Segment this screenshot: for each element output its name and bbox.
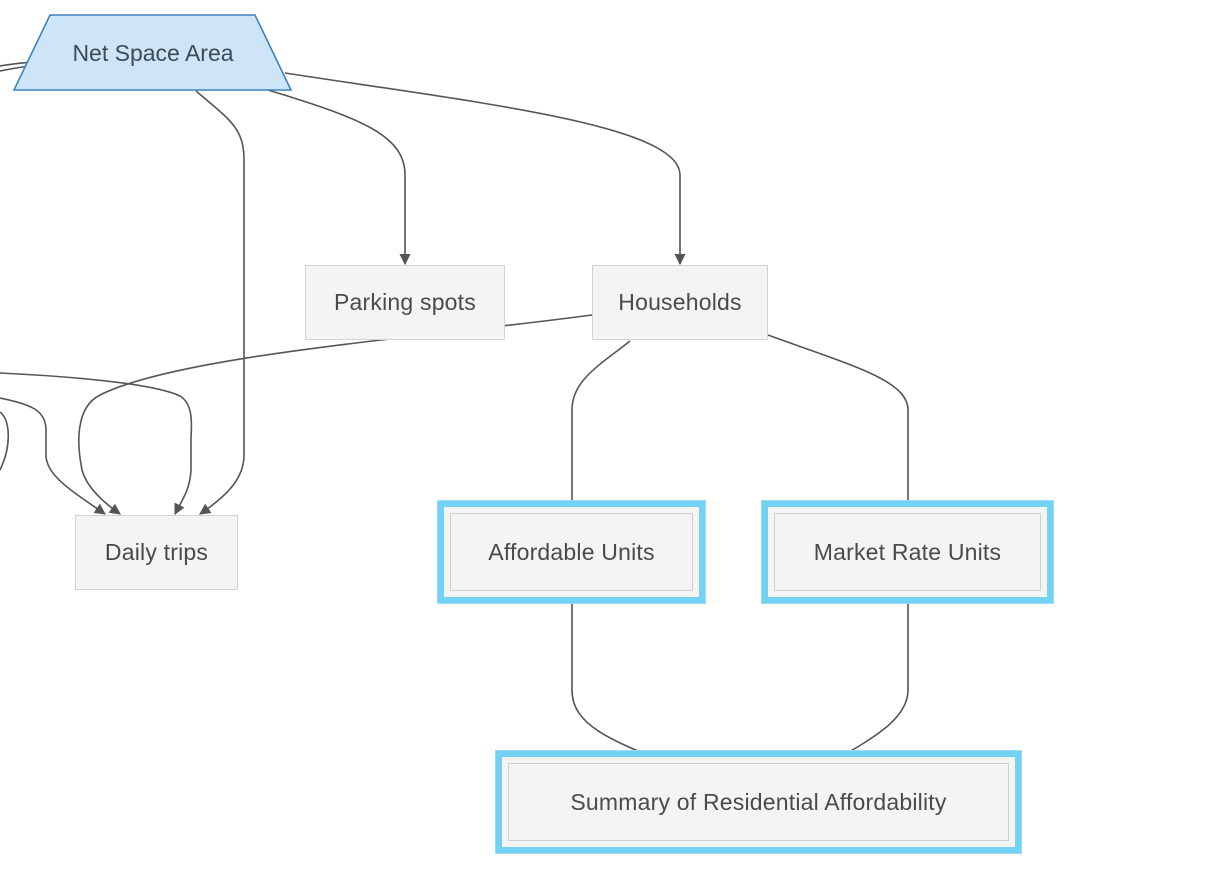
node-affordable-units[interactable]: Affordable Units <box>438 501 705 603</box>
node-summary-residential-affordability[interactable]: Summary of Residential Affordability <box>496 751 1021 853</box>
edge-households-to-market-rate <box>767 334 914 516</box>
node-summary-inner <box>508 763 1009 841</box>
edge-net-space-to-households <box>284 72 686 266</box>
node-market-rate-units-inner <box>774 513 1041 591</box>
edge-households-to-affordable <box>566 340 631 516</box>
node-daily-trips-label: Daily trips <box>104 539 209 565</box>
edge-households-to-daily-trips <box>78 314 593 515</box>
node-affordable-units-inner <box>450 513 693 591</box>
node-households[interactable]: Households <box>592 265 768 340</box>
node-households-label: Households <box>618 289 742 315</box>
edge-offscreen-to-daily-trips-1 <box>0 372 193 516</box>
node-parking-spots-label: Parking spots <box>334 289 476 315</box>
edge-market-rate-to-summary <box>827 592 909 765</box>
node-market-rate-units-label: Market Rate Units <box>813 538 1002 565</box>
node-parking-spots[interactable]: Parking spots <box>305 265 505 340</box>
node-daily-trips[interactable]: Daily trips <box>75 515 238 590</box>
edge-affordable-to-summary <box>571 592 672 766</box>
edge-offscreen-to-daily-trips-3 <box>0 411 10 471</box>
edge-net-space-to-daily-trips <box>195 90 245 515</box>
node-summary-label: Summary of Residential Affordability <box>570 788 947 815</box>
edge-offscreen-to-daily-trips-2 <box>0 397 106 515</box>
node-market-rate-units[interactable]: Market Rate Units <box>762 501 1053 603</box>
edge-net-space-to-parking <box>267 89 411 266</box>
node-net-space-area[interactable]: Net Space Area <box>13 14 293 92</box>
node-affordable-units-label: Affordable Units <box>488 538 655 565</box>
trapezoid-shape <box>13 14 293 91</box>
node-net-space-area-label: Net Space Area <box>72 39 234 66</box>
